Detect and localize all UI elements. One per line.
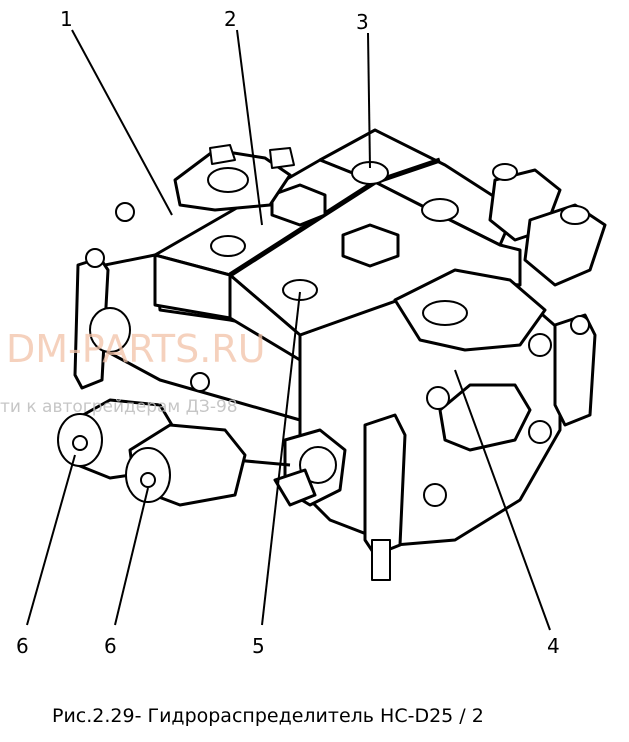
- hex-plug: [341, 223, 400, 268]
- hex-plug: [270, 183, 327, 227]
- spool-end: [560, 205, 590, 225]
- figure-caption: Рис.2.29- Гидрораспределитель НС-D25 / 2: [52, 705, 484, 727]
- watermark-tagline: ти к автогрейдерам ДЗ-98: [0, 397, 238, 417]
- bolt: [115, 202, 135, 222]
- bolts-right: [423, 315, 590, 507]
- port-hole: [421, 198, 459, 222]
- connector-port: [299, 446, 337, 484]
- pressure-flange: [393, 268, 547, 352]
- port-hole: [422, 300, 468, 326]
- front-bracket: [363, 413, 407, 557]
- callout-4: 4: [547, 634, 560, 658]
- rear-port: [89, 307, 131, 353]
- callout-6-left: 6: [16, 634, 29, 658]
- plate-front-band: [228, 273, 302, 362]
- leader-lines: [26, 29, 551, 631]
- bolt: [190, 372, 210, 392]
- watermark-site: DM-PARTS.RU: [6, 327, 266, 371]
- rod: [371, 539, 391, 581]
- callout-3: 3: [356, 10, 369, 34]
- lever-pin: [273, 468, 317, 507]
- callout-6-right: 6: [104, 634, 117, 658]
- solenoid-port: [140, 472, 156, 488]
- callout-1: 1: [60, 7, 73, 31]
- callout-2: 2: [224, 7, 237, 31]
- bolt: [269, 147, 295, 169]
- spool-end: [492, 163, 518, 181]
- port-hole: [210, 235, 246, 257]
- side-bracket: [553, 313, 597, 427]
- bolt: [209, 144, 236, 165]
- solenoid-port: [72, 435, 88, 451]
- port-hole: [207, 167, 249, 193]
- callout-5: 5: [252, 634, 265, 658]
- flange-tab: [438, 383, 532, 452]
- bolt: [85, 248, 105, 268]
